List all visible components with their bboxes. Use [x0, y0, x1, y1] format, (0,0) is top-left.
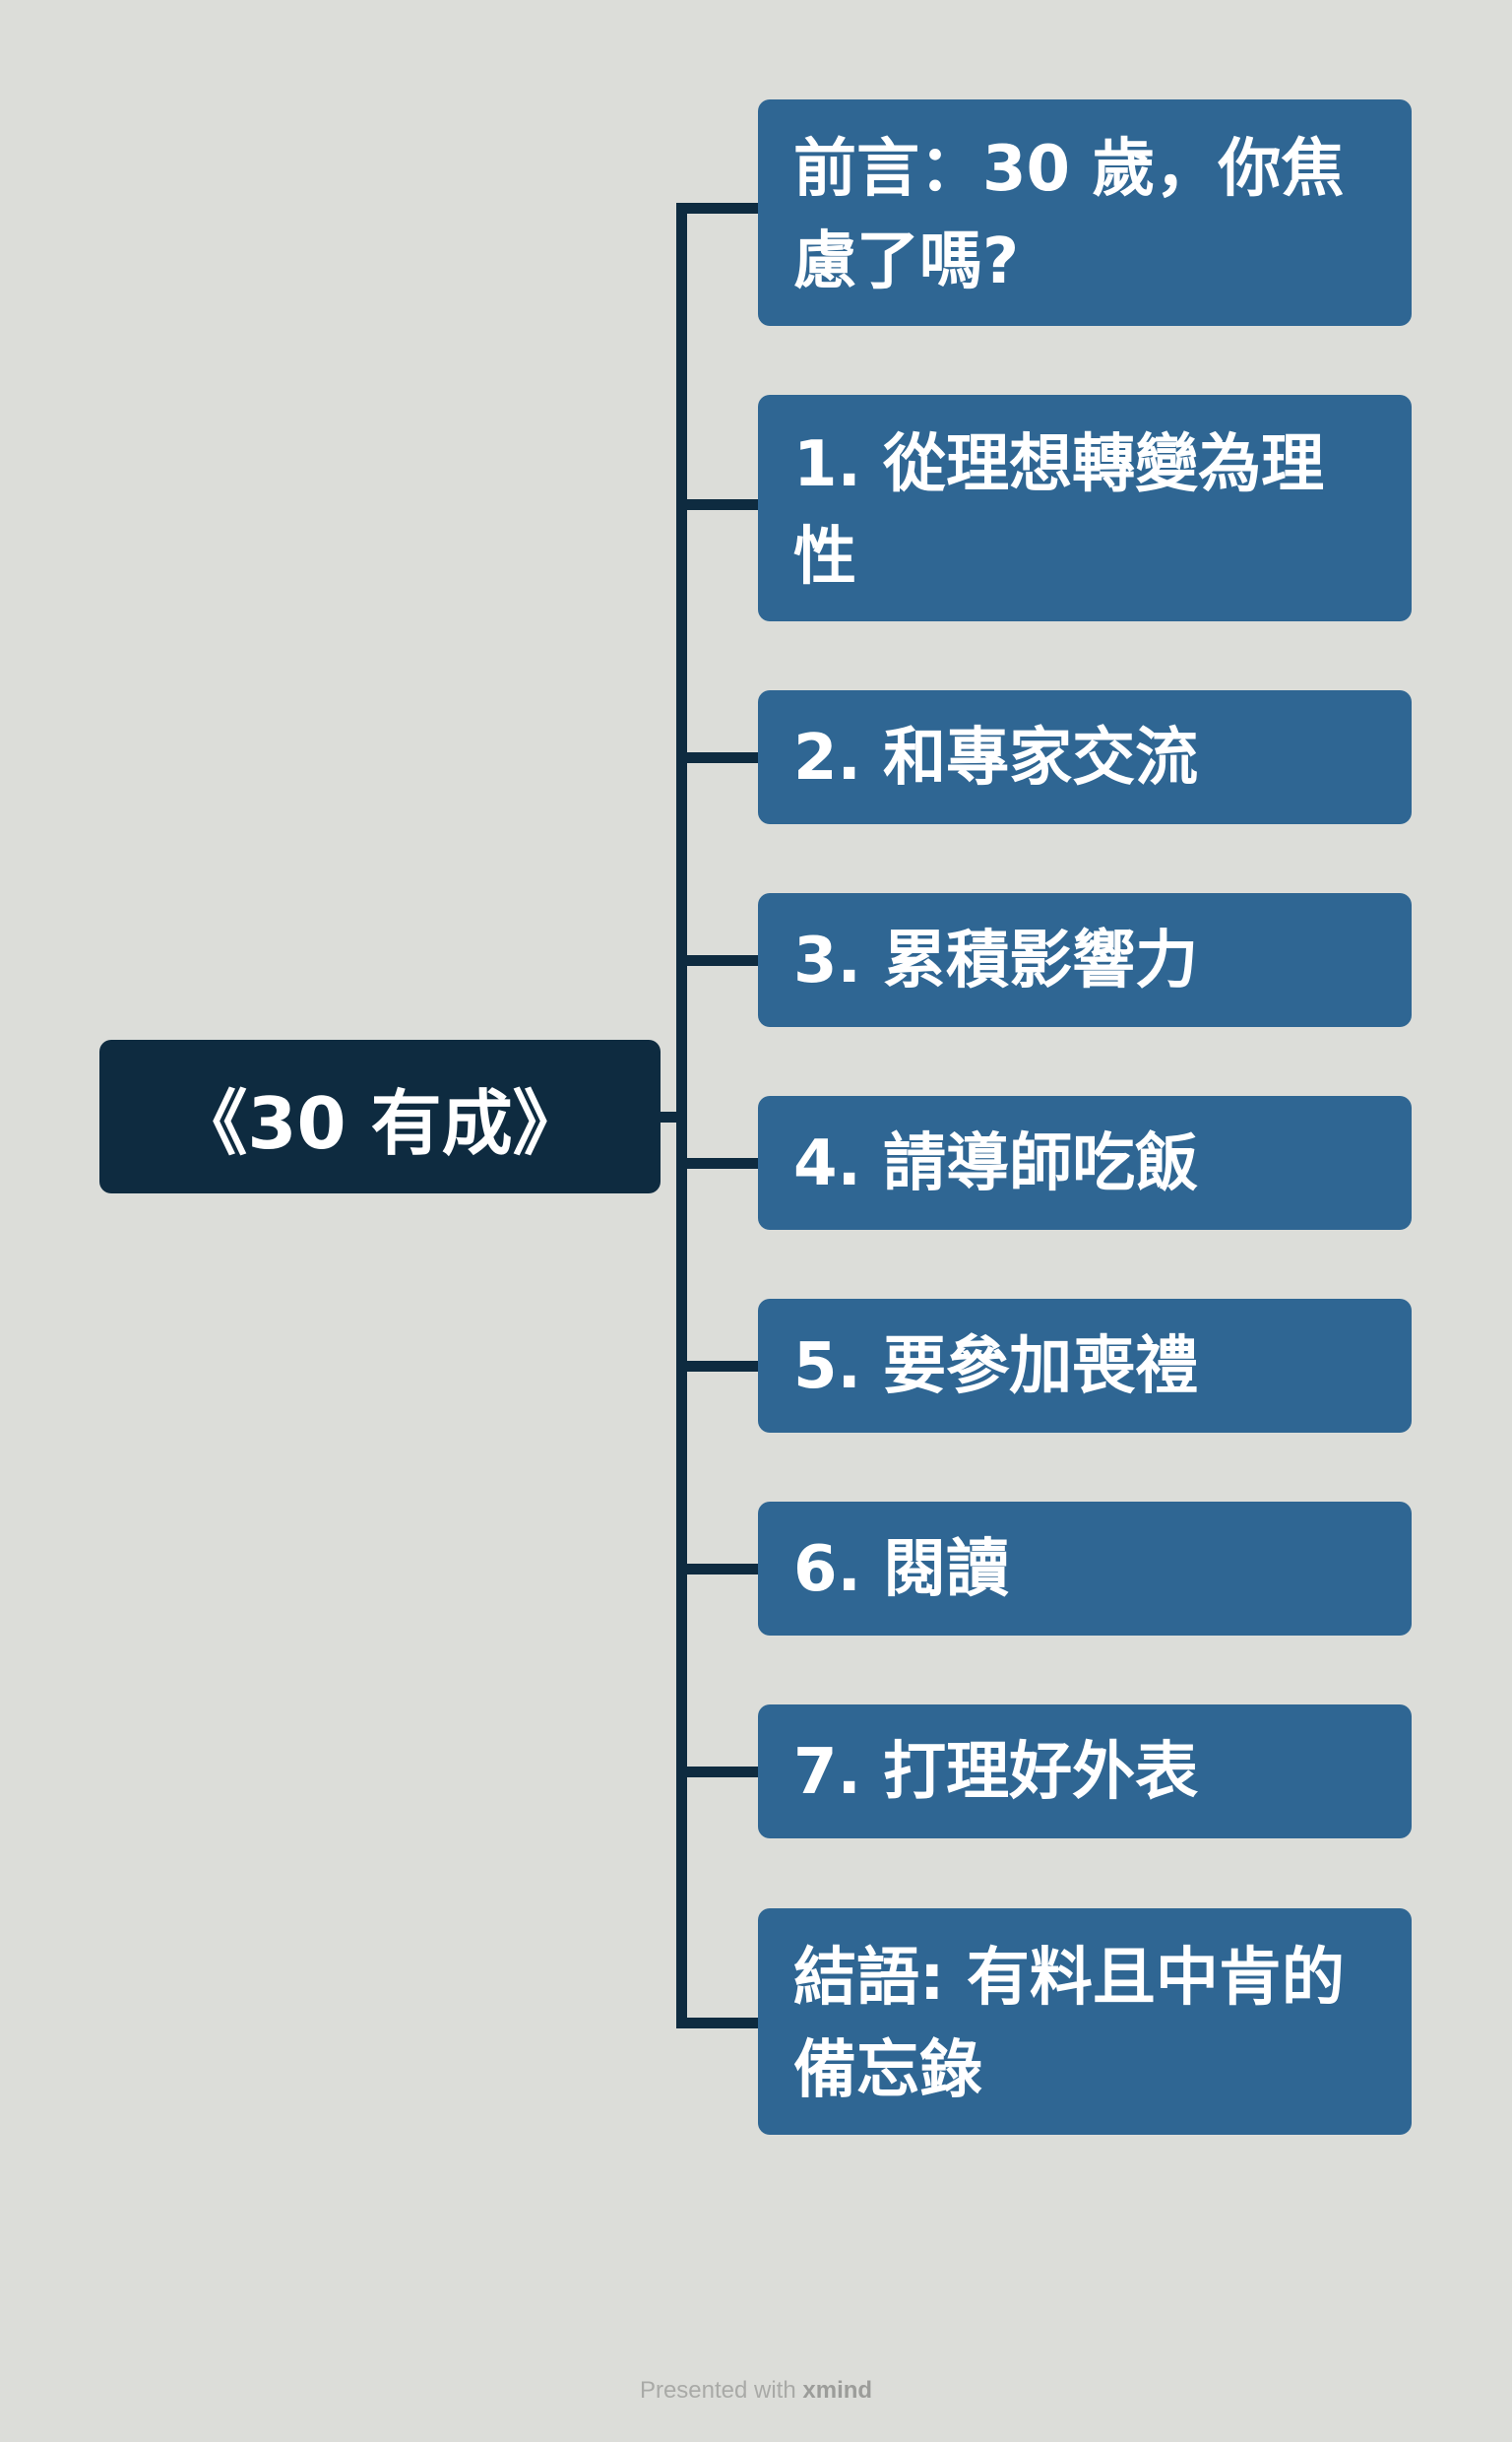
branch-connector	[676, 1767, 758, 1777]
central-topic[interactable]: 《30 有成》	[99, 1040, 661, 1193]
branch-topic-3[interactable]: 3. 累積影響力	[758, 893, 1412, 1027]
branch-connector	[676, 1564, 758, 1574]
branch-topic-7[interactable]: 7. 打理好外表	[758, 1704, 1412, 1838]
branch-connector	[676, 752, 758, 763]
branch-connector	[676, 2018, 758, 2028]
branch-connector	[676, 1361, 758, 1372]
branch-topic-6[interactable]: 6. 閱讀	[758, 1502, 1412, 1636]
xmind-logo[interactable]: xmind	[802, 2377, 873, 2404]
root-connector	[661, 1112, 680, 1123]
branch-connector	[676, 203, 758, 214]
branch-topic-4[interactable]: 4. 請導師吃飯	[758, 1096, 1412, 1230]
branch-connector	[676, 499, 758, 510]
branch-spine-connector	[676, 203, 687, 2028]
branch-connector	[676, 1158, 758, 1169]
branch-topic-conclusion[interactable]: 結語: 有料且中肯的備忘錄	[758, 1908, 1412, 2135]
footer-prefix: Presented with	[639, 2377, 796, 2404]
presented-with-footer: Presented with xmind	[0, 2377, 1512, 2405]
branch-connector	[676, 955, 758, 966]
branch-topic-1[interactable]: 1. 從理想轉變為理性	[758, 395, 1412, 621]
branch-topic-preface[interactable]: 前言：30 歲，你焦慮了嗎?	[758, 99, 1412, 326]
branch-topic-5[interactable]: 5. 要參加喪禮	[758, 1299, 1412, 1433]
branch-topic-2[interactable]: 2. 和專家交流	[758, 690, 1412, 824]
